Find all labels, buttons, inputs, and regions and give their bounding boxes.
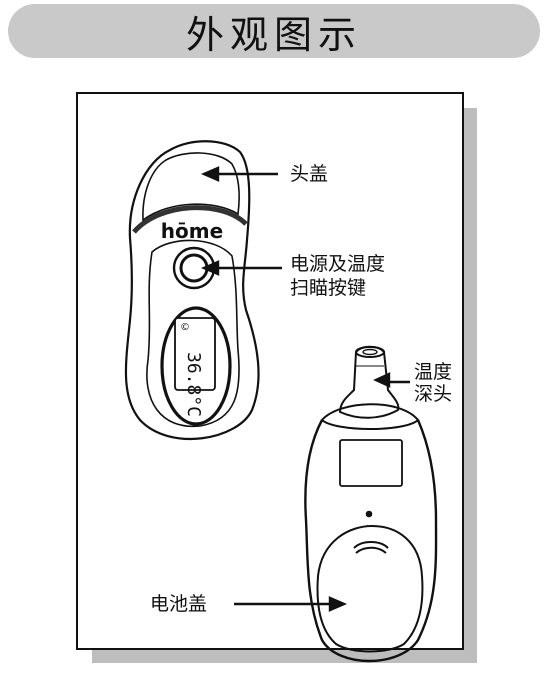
lcd-indicator-icon: © xyxy=(180,322,190,333)
probe-cover-band xyxy=(132,205,248,234)
arrow-probe-tip xyxy=(373,372,391,388)
thermometer-front-view xyxy=(124,140,260,440)
label-power-scan-button-line2: 扫瞄按键 xyxy=(290,277,367,299)
label-battery-cover: 电池盖 xyxy=(150,593,208,615)
arrow-battery-cover xyxy=(328,596,348,612)
front-inner-panel xyxy=(146,239,240,428)
lcd-window xyxy=(174,317,216,391)
front-body-outline xyxy=(124,140,260,440)
back-window xyxy=(339,439,403,487)
arrow-button xyxy=(200,260,220,276)
reset-hole xyxy=(365,510,373,518)
brand-logo: hōme xyxy=(161,219,223,243)
title-bar: 外观图示 xyxy=(8,4,540,58)
label-power-scan-button-line1: 电源及温度 xyxy=(290,253,386,275)
probe-collar xyxy=(320,403,420,430)
back-body-outline xyxy=(304,419,438,663)
label-temp-probe-line2: 深头 xyxy=(414,383,453,405)
label-temp-probe-line1: 温度 xyxy=(414,361,453,383)
thermometer-back-view xyxy=(304,345,438,663)
callout-arrows xyxy=(200,166,410,612)
page-title: 外观图示 xyxy=(185,12,362,57)
lcd-housing xyxy=(160,306,232,426)
label-probe-cover: 头盖 xyxy=(290,163,329,185)
arrow-probe-cover xyxy=(200,166,220,182)
lcd-reading: 36.8°C xyxy=(183,352,204,417)
probe-cover-inner xyxy=(142,152,240,222)
battery-cover-outline xyxy=(316,524,424,653)
